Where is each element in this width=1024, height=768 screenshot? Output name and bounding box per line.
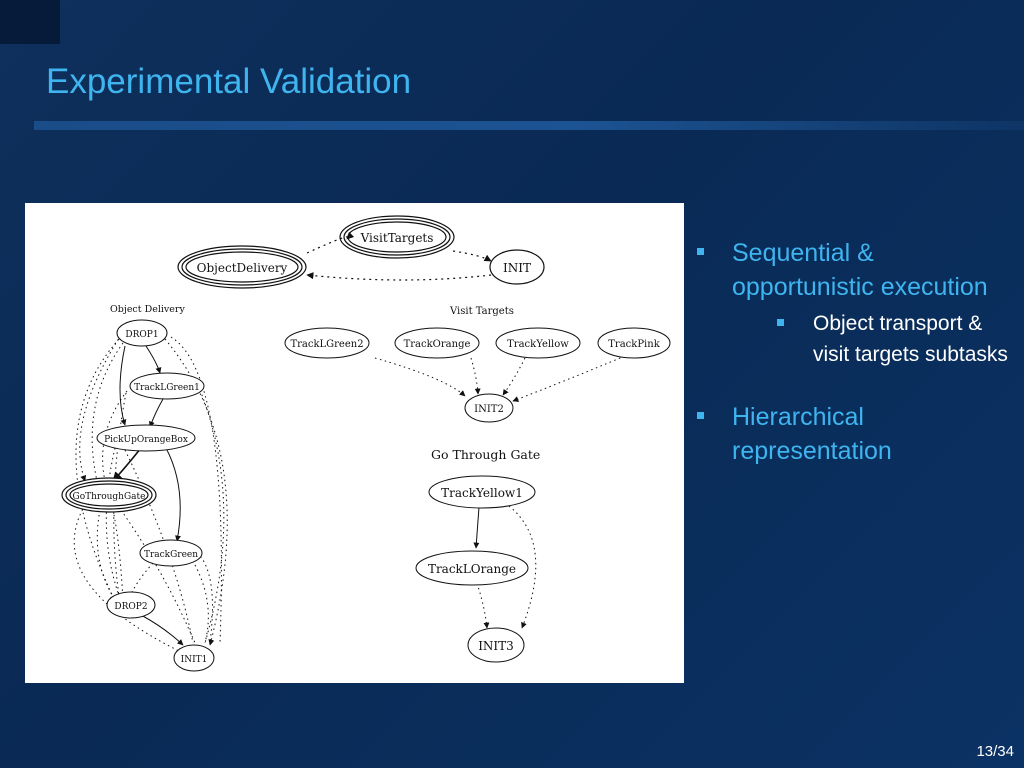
bullet-marker: [697, 248, 704, 255]
node-object-delivery: ObjectDelivery: [177, 245, 307, 289]
node-label: INIT2: [474, 404, 504, 415]
node-label: VisitTargets: [360, 231, 434, 245]
node-track-lgreen1: TrackLGreen1: [129, 372, 205, 400]
state-diagram: VisitTargets ObjectDelivery INIT Object …: [61, 215, 671, 672]
node-label: TrackOrange: [404, 339, 471, 350]
node-track-lorange: TrackLOrange: [415, 550, 529, 586]
corner-block: [0, 0, 60, 44]
node-label: INIT: [503, 261, 531, 275]
node-init2: INIT2: [464, 393, 514, 423]
top-graph: VisitTargets ObjectDelivery INIT: [177, 215, 545, 289]
node-init1: INIT1: [173, 644, 215, 672]
node-label: TrackGreen: [144, 550, 198, 560]
bullet-list: Sequential & opportunistic execution Obj…: [695, 236, 1010, 468]
node-drop1: DROP1: [116, 319, 168, 347]
node-drop2: DROP2: [106, 591, 156, 619]
object-delivery-graph: Object Delivery: [61, 304, 228, 672]
node-label: TrackPink: [608, 339, 660, 350]
bullet-text: Hierarchical representation: [732, 403, 892, 465]
node-init: INIT: [489, 249, 545, 285]
node-label: INIT1: [181, 655, 208, 665]
node-track-pink: TrackPink: [597, 327, 671, 359]
bullet-item: Hierarchical representation: [695, 400, 1010, 468]
object-delivery-title: Object Delivery: [110, 304, 185, 315]
node-label: INIT3: [478, 639, 514, 653]
bullet-text: Sequential & opportunistic execution: [732, 239, 988, 301]
node-label: GoThroughGate: [73, 492, 146, 502]
node-label: TrackLGreen1: [134, 383, 200, 393]
node-label: DROP2: [114, 602, 147, 612]
page-number: 13/34: [976, 743, 1014, 760]
sub-bullet-marker: [777, 319, 784, 326]
node-pickup-orange-box: PickUpOrangeBox: [96, 424, 196, 452]
slide-title: Experimental Validation: [46, 62, 412, 101]
go-through-gate-title: Go Through Gate: [431, 447, 540, 462]
node-label: DROP1: [125, 330, 158, 340]
node-track-yellow: TrackYellow: [495, 327, 581, 359]
node-track-lgreen2: TrackLGreen2: [284, 327, 370, 359]
sub-bullet-text: Object transport & visit targets subtask…: [813, 312, 1008, 366]
bullet-item: Sequential & opportunistic execution Obj…: [695, 236, 1010, 370]
visit-targets-title: Visit Targets: [449, 306, 514, 317]
node-label: TrackLGreen2: [290, 339, 363, 350]
node-label: TrackLOrange: [428, 562, 516, 576]
node-init3: INIT3: [467, 627, 525, 663]
node-label: TrackYellow1: [441, 486, 523, 500]
node-label: TrackYellow: [507, 339, 569, 350]
go-through-gate-graph: Go Through Gate TrackYellow1 TrackLOrang…: [415, 447, 540, 663]
node-track-orange: TrackOrange: [394, 327, 480, 359]
node-track-green: TrackGreen: [139, 539, 203, 567]
title-underline: [34, 121, 1024, 130]
node-label: PickUpOrangeBox: [104, 435, 188, 445]
state-diagram-figure: VisitTargets ObjectDelivery INIT Object …: [25, 203, 684, 683]
node-track-yellow1: TrackYellow1: [428, 475, 536, 509]
visit-targets-graph: Visit Targets TrackLGreen2 TrackOrange T…: [284, 306, 671, 423]
bullet-marker: [697, 412, 704, 419]
node-label: ObjectDelivery: [197, 261, 288, 275]
node-visit-targets: VisitTargets: [339, 215, 455, 259]
sub-bullet-item: Object transport & visit targets subtask…: [777, 308, 1010, 370]
node-go-through-gate: GoThroughGate: [61, 477, 157, 513]
